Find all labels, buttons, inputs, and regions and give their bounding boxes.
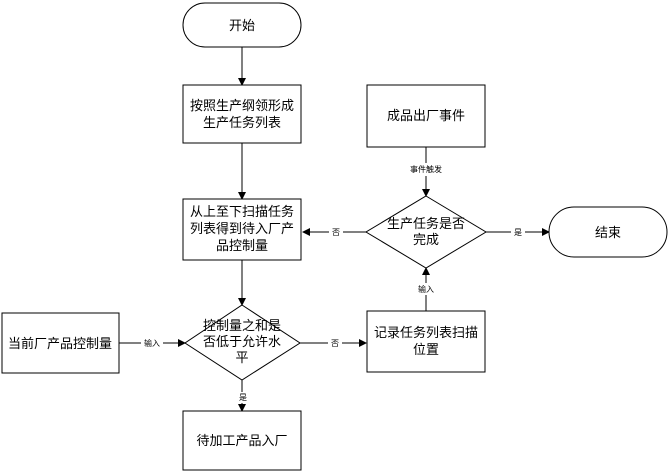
- edge-label-bg: [405, 163, 447, 176]
- edge-label-bg: [329, 226, 343, 238]
- current-control-process: 当前厂产品控制量: [1, 312, 120, 374]
- edge-label-done-yes: 是: [514, 228, 522, 237]
- end-label: 结束: [595, 226, 621, 241]
- enter-label: 待加工产品入厂: [196, 434, 287, 449]
- check-sum-line-2: 否低于允许水: [203, 334, 281, 350]
- edge-label-bg: [236, 392, 250, 403]
- scan-line-2: 列表得到待入厂产: [190, 221, 294, 237]
- check-sum-line-3: 平: [235, 351, 248, 366]
- scan-line-1: 从上至下扫描任务: [190, 204, 294, 220]
- edge-label-bg: [141, 337, 163, 349]
- current-label: 当前厂产品控制量: [8, 336, 112, 352]
- build-list-line-1: 按照生产纲领形成: [190, 99, 294, 114]
- edge-label-bg: [328, 337, 342, 349]
- check-done-line-2: 完成: [413, 233, 439, 248]
- edge-label-sum-yes: 是: [239, 393, 247, 402]
- edge-label-input-current: 输入: [144, 338, 160, 348]
- edge-label-done-no: 否: [332, 228, 340, 237]
- edge-label-input-record: 输入: [418, 284, 434, 294]
- check-done-line-1: 生产任务是否: [387, 216, 465, 232]
- edge-label-event-trigger: 事件触发: [410, 164, 442, 174]
- scan-line-3: 品控制量: [216, 239, 268, 254]
- build-list-line-2: 生产任务列表: [203, 115, 281, 131]
- start-label: 开始: [229, 19, 255, 34]
- scan-process: 从上至下扫描任务 列表得到待入厂产 品控制量: [182, 198, 302, 261]
- enter-process: 待加工产品入厂: [182, 410, 302, 471]
- event-label: 成品出厂事件: [387, 109, 465, 124]
- record-line-2: 位置: [413, 343, 439, 358]
- edge-label-sum-no: 否: [331, 339, 339, 348]
- record-line-1: 记录任务列表扫描: [374, 325, 478, 341]
- check-sum-line-1: 控制量之和是: [203, 319, 281, 334]
- event-process: 成品出厂事件: [366, 84, 486, 148]
- record-process: 记录任务列表扫描 位置: [366, 310, 486, 373]
- check-sum-decision: 控制量之和是 否低于允许水 平: [184, 304, 301, 381]
- edge-label-bg: [414, 283, 438, 295]
- end-terminal: 结束: [548, 206, 668, 258]
- edge-label-bg: [511, 226, 525, 238]
- check-done-decision: 生产任务是否 完成: [365, 195, 487, 269]
- build-list-process: 按照生产纲领形成 生产任务列表: [182, 84, 302, 144]
- start-terminal: 开始: [182, 2, 302, 48]
